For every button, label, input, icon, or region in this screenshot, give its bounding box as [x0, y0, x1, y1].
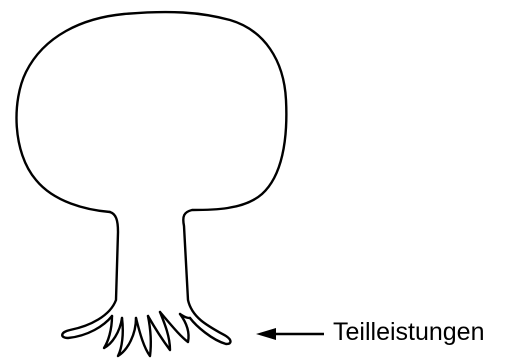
root-3 — [136, 316, 151, 356]
tree-outline — [17, 12, 287, 344]
trunk-left — [62, 212, 118, 338]
roots — [104, 312, 190, 356]
teilleistungen-label: Teilleistungen — [333, 317, 485, 347]
arrow-left-icon — [256, 328, 324, 340]
